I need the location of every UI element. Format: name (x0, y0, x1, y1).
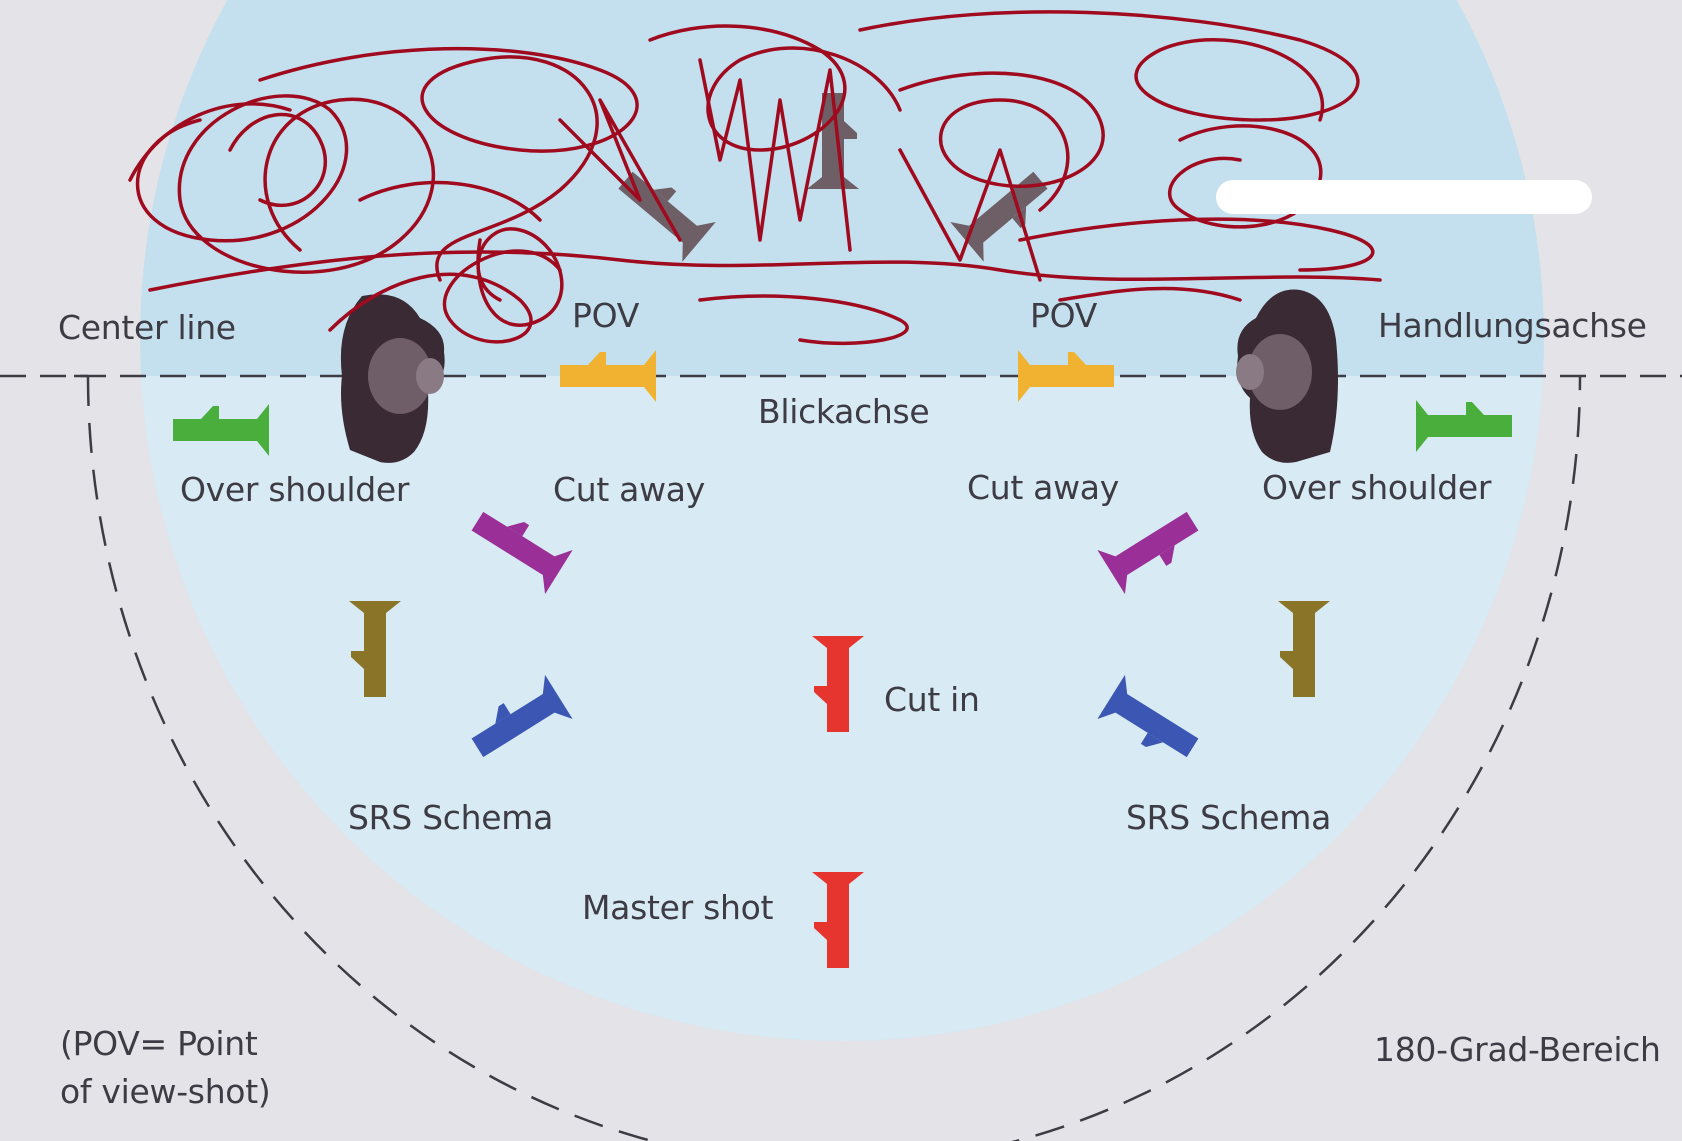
center-line-label: Center line (58, 308, 236, 347)
srs-schema-label-left: SRS Schema (348, 798, 553, 837)
blickachse-label: Blickachse (758, 392, 930, 431)
pov-note-line2: of view-shot) (60, 1072, 271, 1111)
scribble-overlay (128, 10, 1382, 346)
cut-away-label-left: Cut away (553, 470, 705, 509)
redaction-bar (1216, 180, 1592, 214)
180-degree-label: 180-Grad-Bereich (1374, 1030, 1661, 1069)
pov-label-right: POV (1030, 296, 1097, 335)
pov-label-left: POV (572, 296, 639, 335)
person-icon (340, 294, 445, 463)
cut-away-label-right: Cut away (967, 468, 1119, 507)
180-degree-arc (86, 375, 1582, 1141)
cut-in-label: Cut in (884, 680, 980, 719)
pov-note-line1: (POV= Point (60, 1024, 258, 1063)
person-icon (1236, 289, 1338, 463)
master-shot-label: Master shot (582, 888, 774, 927)
srs-schema-label-right: SRS Schema (1126, 798, 1331, 837)
over-shoulder-label-left: Over shoulder (180, 470, 410, 509)
over-shoulder-label-right: Over shoulder (1262, 468, 1492, 507)
handlungsachse-label: Handlungsachse (1378, 306, 1647, 345)
